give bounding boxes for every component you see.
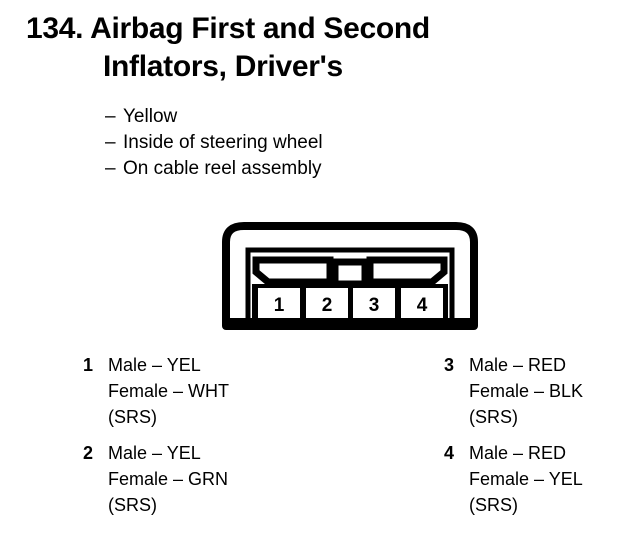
pin-legend-entry: 4 Male – RED Female – YEL (SRS) bbox=[444, 440, 640, 518]
dash-icon: – bbox=[105, 106, 116, 127]
pin-number: 1 bbox=[83, 355, 94, 375]
bullet-item: –Yellow bbox=[105, 104, 565, 130]
pin-system-label: (SRS) bbox=[108, 407, 157, 427]
locking-slot-left bbox=[252, 256, 334, 286]
bullet-item: –On cable reel assembly bbox=[105, 156, 565, 182]
pin-female-wire: Female – GRN bbox=[108, 469, 229, 489]
pin-male-wire: Male – RED bbox=[469, 443, 567, 463]
pin-female-wire: Female – BLK bbox=[469, 381, 584, 401]
pin-number: 3 bbox=[444, 355, 455, 375]
cavity-3 bbox=[353, 288, 395, 318]
bullet-text: Yellow bbox=[123, 106, 178, 127]
bullet-text: On cable reel assembly bbox=[123, 158, 322, 179]
title-line-1: 134. Airbag First and Second bbox=[26, 10, 626, 48]
pin-legend-entry: 1 Male – YEL Female – WHT (SRS) bbox=[83, 352, 383, 430]
connector-diagram: 1 2 3 4 bbox=[222, 222, 478, 330]
pin-legend-entry: 3 Male – RED Female – BLK (SRS) bbox=[444, 352, 640, 430]
pin-legend-right-column: 3 Male – RED Female – BLK (SRS) 4 Male –… bbox=[444, 352, 640, 528]
locking-slot-right bbox=[366, 256, 448, 286]
title-text-line-1: Airbag First and Second bbox=[90, 12, 430, 45]
pin-legend-left-column: 1 Male – YEL Female – WHT (SRS) 2 Male –… bbox=[83, 352, 383, 528]
pin-legend-entry: 2 Male – YEL Female – GRN (SRS) bbox=[83, 440, 383, 518]
pin-female-wire: Female – YEL bbox=[469, 469, 583, 489]
cavity-label-2: 2 bbox=[322, 295, 333, 316]
bullet-item: –Inside of steering wheel bbox=[105, 130, 565, 156]
cavity-label-4: 4 bbox=[417, 295, 428, 316]
pin-number: 4 bbox=[444, 443, 455, 463]
pin-male-wire: Male – YEL bbox=[108, 443, 201, 463]
dash-icon: – bbox=[105, 158, 116, 179]
dash-icon: – bbox=[105, 132, 116, 153]
cavity-1 bbox=[258, 288, 300, 318]
cavity-2 bbox=[306, 288, 348, 318]
item-number: 134. bbox=[26, 12, 84, 45]
description-bullet-list: –Yellow –Inside of steering wheel –On ca… bbox=[105, 104, 565, 182]
pin-system-label: (SRS) bbox=[469, 407, 518, 427]
pin-female-wire: Female – WHT bbox=[108, 381, 230, 401]
title-line-2: Inflators, Driver's bbox=[103, 50, 343, 83]
connector-bottom-edge bbox=[226, 318, 474, 328]
pin-system-label: (SRS) bbox=[108, 495, 157, 515]
pin-number: 2 bbox=[83, 443, 94, 463]
cavity-4 bbox=[401, 288, 443, 318]
center-keyway bbox=[331, 258, 369, 288]
bullet-text: Inside of steering wheel bbox=[123, 132, 323, 153]
pin-system-label: (SRS) bbox=[469, 495, 518, 515]
cavity-label-1: 1 bbox=[274, 295, 285, 316]
pin-male-wire: Male – RED bbox=[469, 355, 567, 375]
page-title: 134. Airbag First and Second Inflators, … bbox=[26, 10, 626, 86]
pin-legend: 1 Male – YEL Female – WHT (SRS) 2 Male –… bbox=[0, 352, 640, 532]
pin-male-wire: Male – YEL bbox=[108, 355, 201, 375]
cavity-label-3: 3 bbox=[369, 295, 380, 316]
